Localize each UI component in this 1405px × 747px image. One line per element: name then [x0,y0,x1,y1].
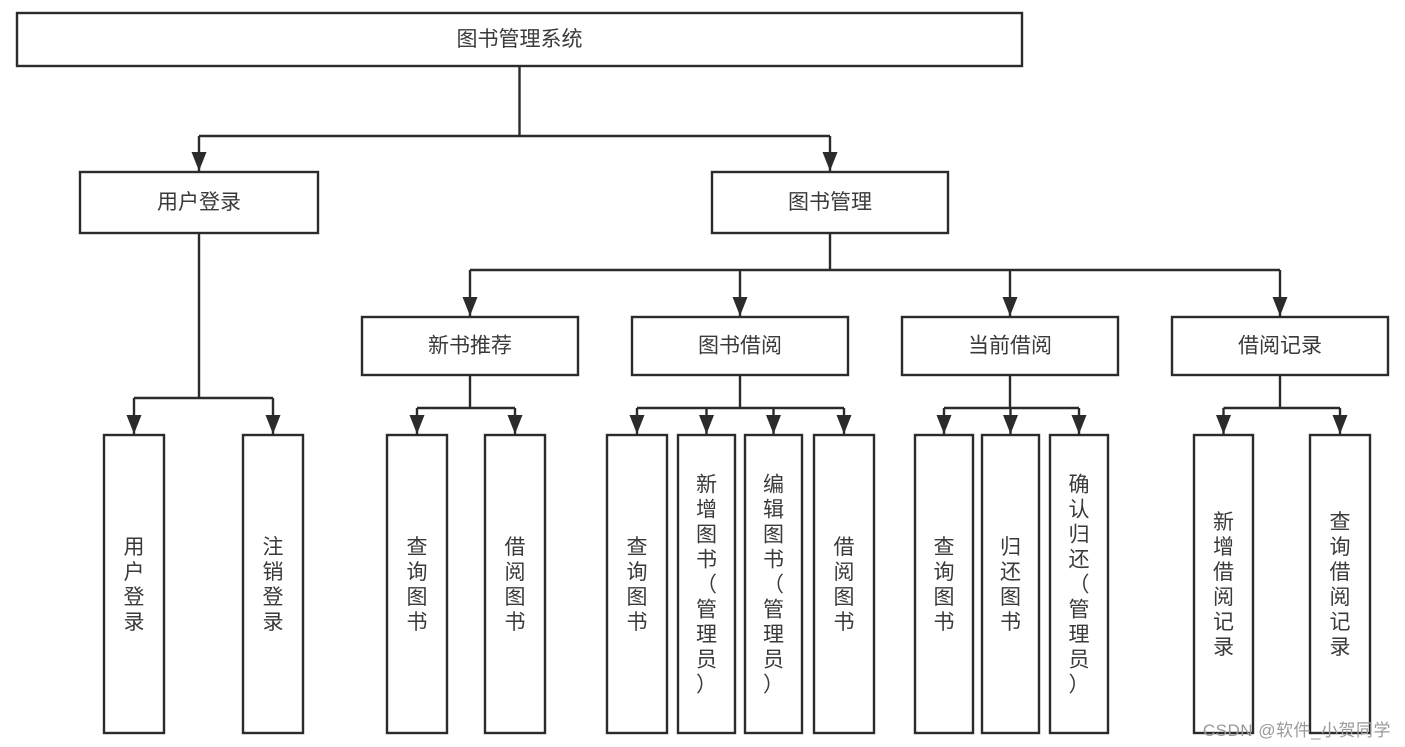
csdn-watermark: CSDN @软件_小贺同学 [1202,721,1391,740]
arrow-down-icon [126,415,142,434]
level2-3-label: 借阅记录 [1238,335,1322,358]
level1-0-label: 用户登录 [157,191,241,214]
leaf-12-label: 查询借阅记录 [1330,511,1351,659]
arrow-down-icon [1216,415,1231,434]
connector-layer [126,66,1348,434]
leaf-4-label: 查询图书 [627,536,648,634]
level2-1-label: 图书借阅 [698,335,782,358]
arrow-down-icon [265,415,281,434]
arrow-down-icon [836,415,852,434]
leaf-3-label: 借阅图书 [505,536,526,634]
leaf-8-box[interactable] [913,433,975,735]
leaf-1-label: 注销登录 [263,536,284,634]
leaf-0-box[interactable] [102,433,166,735]
leaf-7-label: 借阅图书 [834,536,855,634]
level1-1-box[interactable] [710,170,950,235]
level1-0-box[interactable] [78,170,320,235]
leaf-0-label: 用户登录 [124,536,145,634]
arrow-down-icon [191,152,207,171]
leaf-11-box[interactable] [1192,433,1255,735]
level2-3-box[interactable] [1170,315,1390,377]
level2-0-box[interactable] [360,315,580,377]
arrow-down-icon [1332,415,1348,434]
leaf-7-box[interactable] [812,433,876,735]
arrow-down-icon [732,297,748,316]
arrow-down-icon [1002,297,1018,316]
leaf-9-box[interactable] [980,433,1041,735]
arrow-down-icon [629,415,645,434]
arrow-down-icon [1071,415,1087,434]
arrow-down-icon [462,297,478,316]
level2-2-box[interactable] [900,315,1120,377]
leaf-5-label: 新增图书（管理员） [696,474,717,697]
leaf-4-box[interactable] [605,433,669,735]
arrow-down-icon [507,415,523,434]
arrow-down-icon [936,415,952,434]
leaf-2-box[interactable] [385,433,449,735]
leaf-3-box[interactable] [483,433,547,735]
arrow-down-icon [766,415,781,434]
leaf-1-box[interactable] [241,433,305,735]
level2-1-box[interactable] [630,315,850,377]
leaf-2-label: 查询图书 [407,536,428,634]
leaf-6-box[interactable] [743,433,804,735]
level2-0-label: 新书推荐 [428,335,512,358]
arrow-down-icon [699,415,714,434]
level1-1-label: 图书管理 [788,191,872,214]
arrow-down-icon [1272,297,1288,316]
leaf-6-label: 编辑图书（管理员） [763,474,784,697]
leaf-10-box[interactable] [1048,433,1110,735]
leaf-11-label: 新增借阅记录 [1213,511,1234,659]
node-layer: 图书管理系统用户登录图书管理新书推荐图书借阅当前借阅借阅记录用户登录注销登录查询… [15,11,1390,735]
leaf-12-box[interactable] [1308,433,1372,735]
leaf-8-label: 查询图书 [934,536,955,634]
arrow-down-icon [409,415,425,434]
root-图书管理系统-label: 图书管理系统 [457,28,583,51]
arrow-down-icon [1003,415,1018,434]
root-图书管理系统-box[interactable] [15,11,1024,68]
leaf-10-label: 确认归还（管理员） [1069,474,1090,697]
leaf-5-box[interactable] [676,433,737,735]
leaf-9-label: 归还图书 [1000,536,1021,634]
arrow-down-icon [822,152,838,171]
level2-2-label: 当前借阅 [968,335,1052,358]
